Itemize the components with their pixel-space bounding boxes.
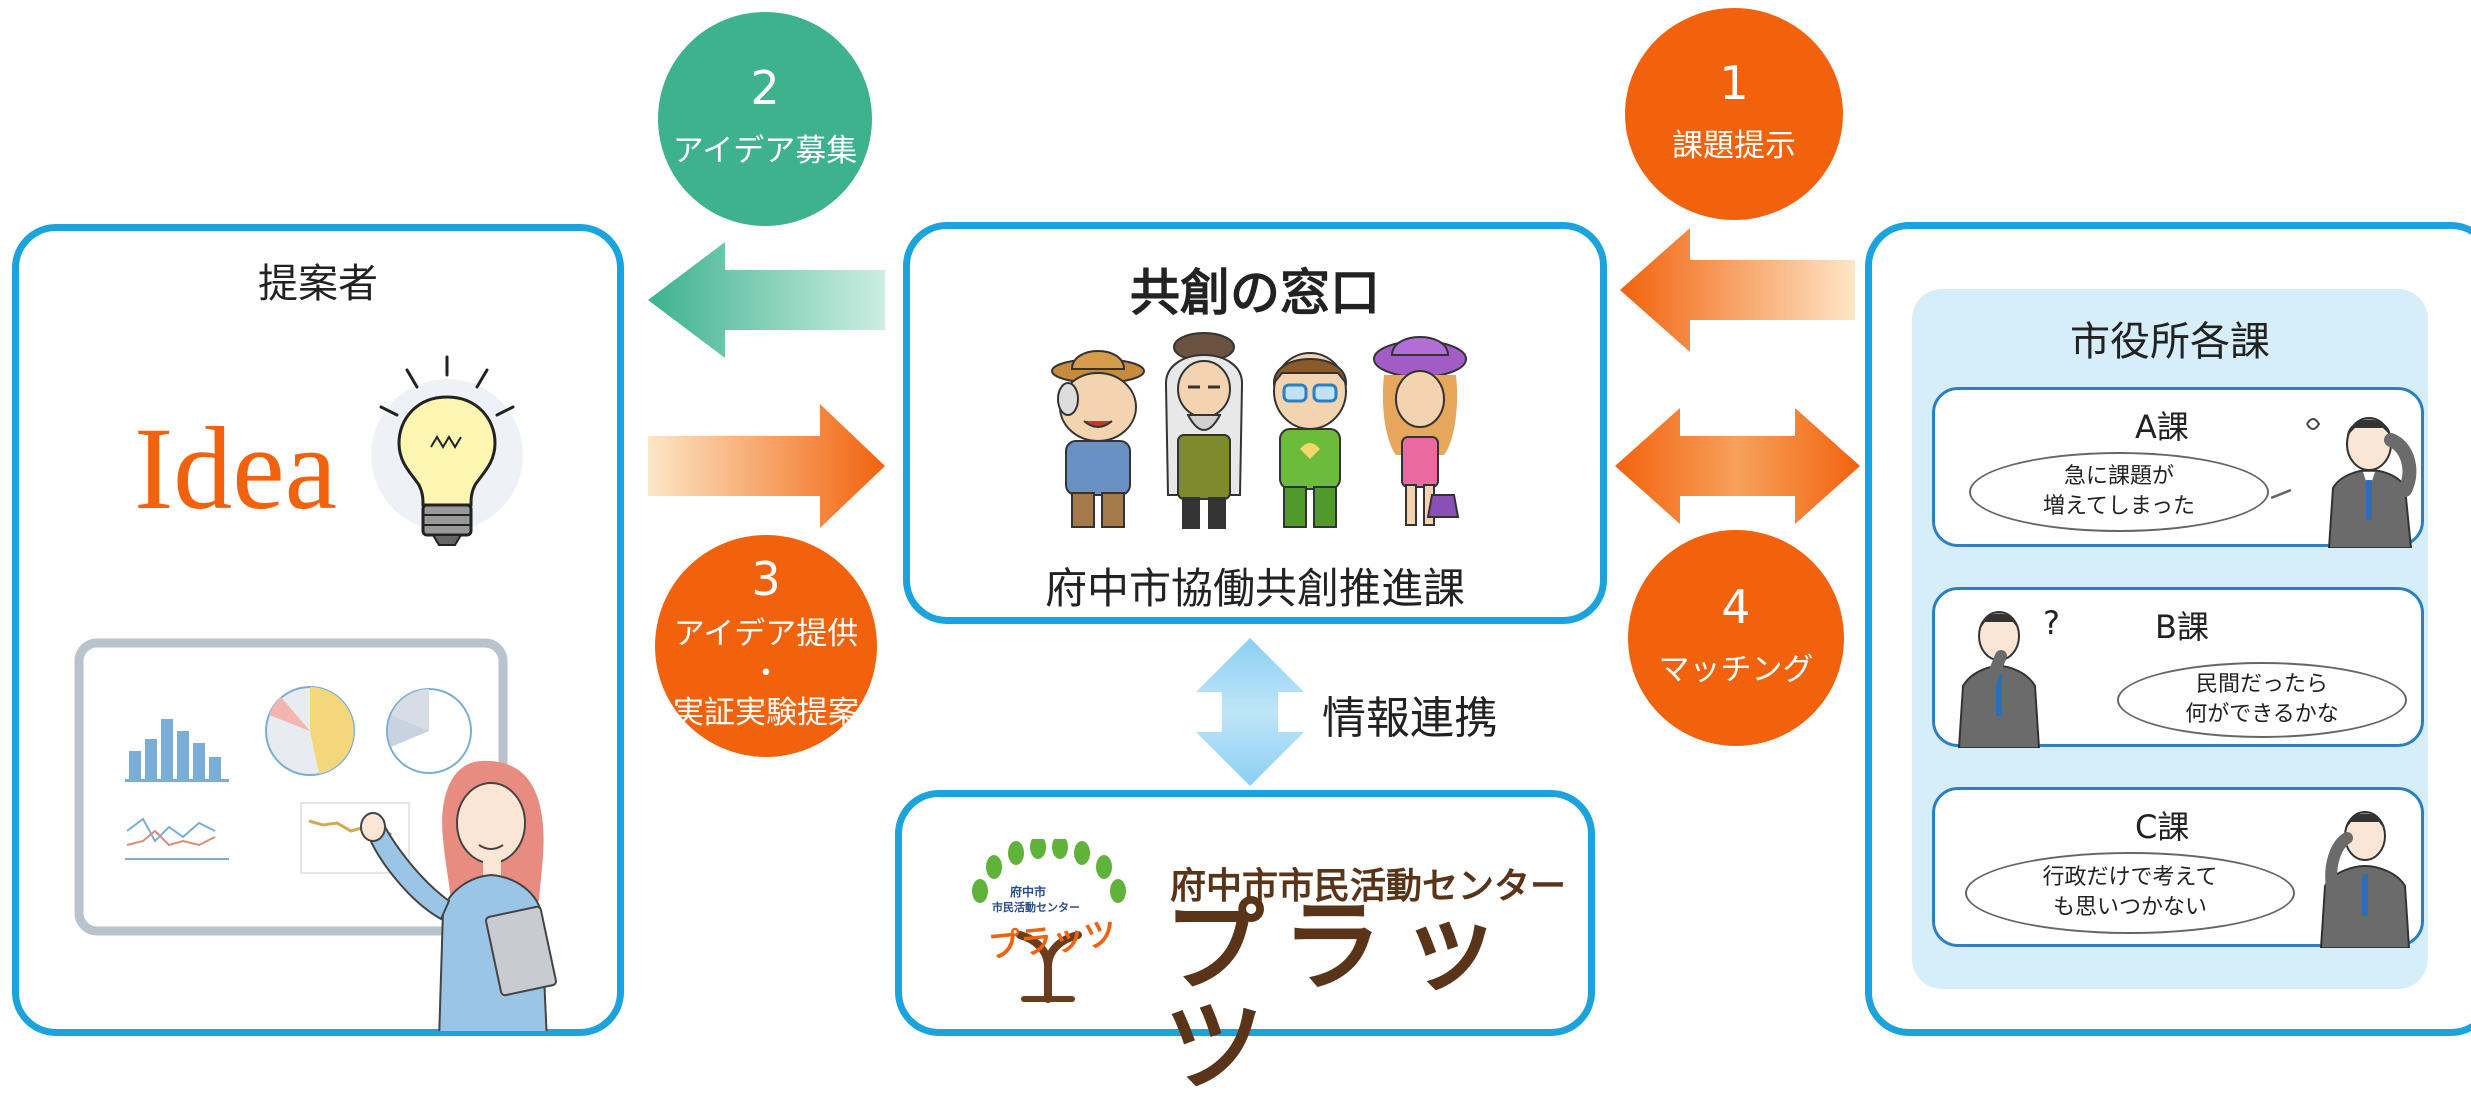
section-c-name: C課 [2135,808,2190,846]
mascot-1 [1051,350,1145,528]
section-a-speech-bubble: 急に課題が 増えてしまった [1969,452,2269,532]
mascot-2 [1164,332,1244,529]
step-4-circle: 4 マッチング [1628,530,1844,746]
step-2-label: アイデア募集 [672,132,858,169]
step-3-circle: 3 アイデア提供 ・ 実証実験提案 [655,535,877,757]
platz-tree-logo [972,839,1126,1003]
mascot-characters [1051,332,1467,529]
question-mark: ? [2043,604,2060,642]
step-2-circle: 2 アイデア募集 [658,12,872,226]
step-4-label: マッチング [1658,651,1814,688]
arrow-idea-request [648,242,885,358]
section-a-speech: 急に課題が 増えてしまった [2042,464,2196,519]
line-chart-icon [125,817,229,860]
section-b-name: B課 [2155,608,2209,646]
platz-small-text-2: 市民活動センター [992,901,1080,914]
mascot-4 [1373,336,1467,526]
step-1-number: 1 [1719,55,1749,110]
pie-chart-icon-2 [386,688,472,774]
center-subtitle: 府中市協働共創推進課 [1044,564,1465,613]
arrow-issue-present [1620,228,1855,352]
light-bulb-icon [371,355,523,546]
city-panel: 市役所各課 A課 急に課題が 増えてしまった B課 ? 民間だった [1865,222,2471,1036]
platz-name-line1: 府中市市民活動センター [1170,866,1567,907]
thinking-man-b [1957,611,2041,748]
city-title: 市役所各課 [2070,319,2270,365]
section-b-speech-bubble: 民間だったら 何ができるかな [2117,662,2407,738]
center-title: 共創の窓口 [1130,264,1380,322]
idea-text: Idea [134,403,338,534]
section-c-speech-bubble: 行政だけで考えて も思いつかない [1965,852,2295,934]
step-4-number: 4 [1721,579,1751,634]
proposer-panel: 提案者 Idea [12,224,624,1036]
pie-chart-icon [265,686,355,776]
step-1-label: 課題提示 [1672,127,1796,164]
troubled-man-c [2319,811,2411,948]
step-2-number: 2 [750,60,780,115]
platz-name-line2: プラッツ [1164,888,1518,1105]
section-a-box: A課 急に課題が 増えてしまった [1932,387,2424,548]
arrows-layer [648,228,1860,786]
platz-small-text-1: 府中市 [1010,885,1047,899]
section-b-speech: 民間だったら 何ができるかな [2185,672,2339,727]
section-c-speech: 行政だけで考えて も思いつかない [2042,865,2218,920]
step-1-circle: 1 課題提示 [1625,8,1843,220]
step-3-label-dot: ・ [750,655,782,692]
platz-panel: 府中市 市民活動センター プラッツ 府中市市民活動センター プラッツ [895,790,1595,1097]
arrow-idea-provide [648,404,885,528]
presentation-illustration [74,638,557,1031]
mascot-3 [1272,352,1348,528]
step-3-label-line2: 実証実験提案 [673,695,859,732]
section-a-name: A課 [2135,408,2189,446]
worried-man-a [2271,417,2417,548]
info-link-label: 情報連携 [1322,693,1498,744]
section-b-box: B課 ? 民間だったら 何ができるかな [1932,587,2424,748]
presenter-woman [360,760,557,1031]
arrow-matching [1615,408,1860,524]
step-3-label-line1: アイデア提供 [673,616,859,653]
step-3-number: 3 [751,552,781,607]
section-c-box: C課 行政だけで考えて も思いつかない [1932,787,2424,948]
arrow-info-link [1196,638,1304,786]
center-panel: 共創の窓口 [903,222,1607,624]
proposer-title: 提案者 [258,261,378,307]
bar-chart-icon [125,719,229,782]
